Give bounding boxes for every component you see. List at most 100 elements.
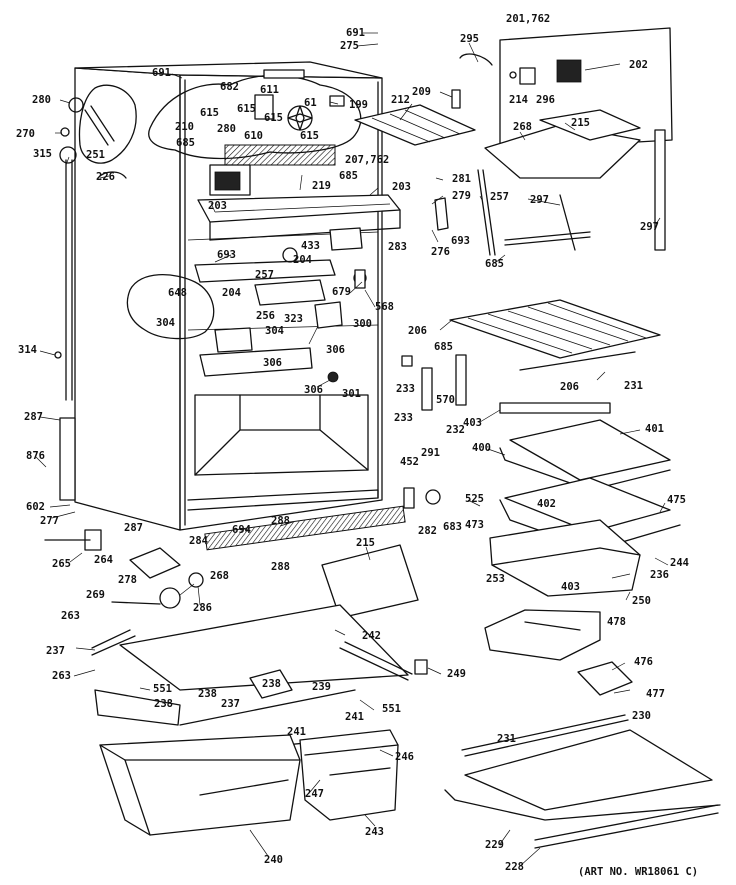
part-label-275: 275 — [340, 40, 359, 52]
part-label-264: 264 — [94, 554, 113, 566]
part-label-691a: 691 — [346, 27, 365, 39]
part-label-691b: 691 — [152, 67, 171, 79]
part-label-694: 694 — [232, 524, 251, 536]
shelf-brackets — [401, 354, 611, 414]
part-label-306b: 306 — [263, 357, 282, 369]
part-label-615c: 615 — [264, 112, 283, 124]
part-label-209: 209 — [412, 86, 431, 98]
part-label-473: 473 — [465, 519, 484, 531]
part-label-270: 270 — [16, 128, 35, 140]
part-label-615d: 615 — [300, 130, 319, 142]
part-label-199: 199 — [349, 99, 368, 111]
part-label-247: 247 — [305, 788, 324, 800]
part-label-231a: 231 — [624, 380, 643, 392]
part-label-237b: 237 — [221, 698, 240, 710]
part-label-685b: 685 — [339, 170, 358, 182]
part-label-207_762: 207,762 — [345, 154, 389, 166]
part-label-610: 610 — [244, 130, 263, 142]
part-label-257: 257 — [490, 191, 509, 203]
part-label-204a: 204 — [293, 254, 312, 266]
part-label-284: 284 — [189, 535, 208, 547]
part-label-263b: 263 — [52, 670, 71, 682]
part-label-276: 276 — [431, 246, 450, 258]
part-label-229: 229 — [485, 839, 504, 851]
part-label-525: 525 — [465, 493, 484, 505]
part-label-611: 611 — [260, 84, 279, 96]
part-label-286: 286 — [193, 602, 212, 614]
part-label-277: 277 — [40, 515, 59, 527]
part-label-602: 602 — [26, 501, 45, 513]
part-label-279: 279 — [452, 190, 471, 202]
part-label-228: 228 — [505, 861, 524, 873]
part-label-683: 683 — [443, 521, 462, 533]
part-label-212: 212 — [391, 94, 410, 106]
part-label-679: 679 — [332, 286, 351, 298]
part-label-297b: 297 — [640, 221, 659, 233]
part-label-61: 61 — [304, 97, 317, 109]
part-label-551b: 551 — [382, 703, 401, 715]
part-label-304a: 304 — [156, 317, 175, 329]
part-label-226: 226 — [96, 171, 115, 183]
part-label-280b: 280 — [217, 123, 236, 135]
part-label-243: 243 — [365, 826, 384, 838]
part-label-615a: 615 — [200, 107, 219, 119]
part-label-288a: 288 — [271, 515, 290, 527]
part-label-693a: 693 — [451, 235, 470, 247]
part-label-257b: 257 — [255, 269, 274, 281]
rails-top-right — [434, 129, 666, 256]
part-label-401: 401 — [645, 423, 664, 435]
part-label-249: 249 — [447, 668, 466, 680]
part-label-433: 433 — [301, 240, 320, 252]
part-label-304b: 304 — [265, 325, 284, 337]
part-label-214: 214 — [509, 94, 528, 106]
part-label-241b: 241 — [345, 711, 364, 723]
part-label-402: 402 — [537, 498, 556, 510]
part-label-206b: 206 — [560, 381, 579, 393]
part-label-251: 251 — [86, 149, 105, 161]
part-label-210: 210 — [175, 121, 194, 133]
control-cloud — [78, 74, 362, 340]
part-label-231b: 231 — [497, 733, 516, 745]
part-label-306a: 306 — [326, 344, 345, 356]
shelf-bottom-right — [444, 714, 721, 849]
part-label-204b: 204 — [222, 287, 241, 299]
part-label-295: 295 — [460, 33, 479, 45]
part-label-241a: 241 — [287, 726, 306, 738]
part-label-236: 236 — [650, 569, 669, 581]
part-label-287a: 287 — [24, 411, 43, 423]
part-label-876: 876 — [26, 450, 45, 462]
part-label-219: 219 — [312, 180, 331, 192]
part-label-238b: 238 — [262, 678, 281, 690]
part-label-296: 296 — [536, 94, 555, 106]
part-label-306c: 306 — [304, 384, 323, 396]
part-label-478: 478 — [607, 616, 626, 628]
air-duct-panel — [197, 194, 401, 241]
part-label-288b: 288 — [271, 561, 290, 573]
part-label-314: 314 — [18, 344, 37, 356]
part-label-250: 250 — [632, 595, 651, 607]
part-label-291: 291 — [421, 447, 440, 459]
part-label-315: 315 — [33, 148, 52, 160]
part-label-238a: 238 — [198, 688, 217, 700]
part-label-233a: 233 — [396, 383, 415, 395]
part-label-233b: 233 — [394, 412, 413, 424]
part-label-263a: 263 — [61, 610, 80, 622]
part-label-265: 265 — [52, 558, 71, 570]
crisper-drawer-right — [489, 519, 641, 597]
part-label-400: 400 — [472, 442, 491, 454]
part-label-685d: 685 — [434, 341, 453, 353]
part-label-281: 281 — [452, 173, 471, 185]
part-label-242: 242 — [362, 630, 381, 642]
meat-pan — [484, 609, 633, 696]
part-label-240: 240 — [264, 854, 283, 866]
part-label-256: 256 — [256, 310, 275, 322]
part-label-282: 282 — [418, 525, 437, 537]
part-label-476: 476 — [634, 656, 653, 668]
part-label-452: 452 — [400, 456, 419, 468]
wire-shelf — [449, 299, 661, 371]
part-label-323: 323 — [284, 313, 303, 325]
water-line-parts — [54, 97, 127, 401]
part-label-615b: 615 — [237, 103, 256, 115]
